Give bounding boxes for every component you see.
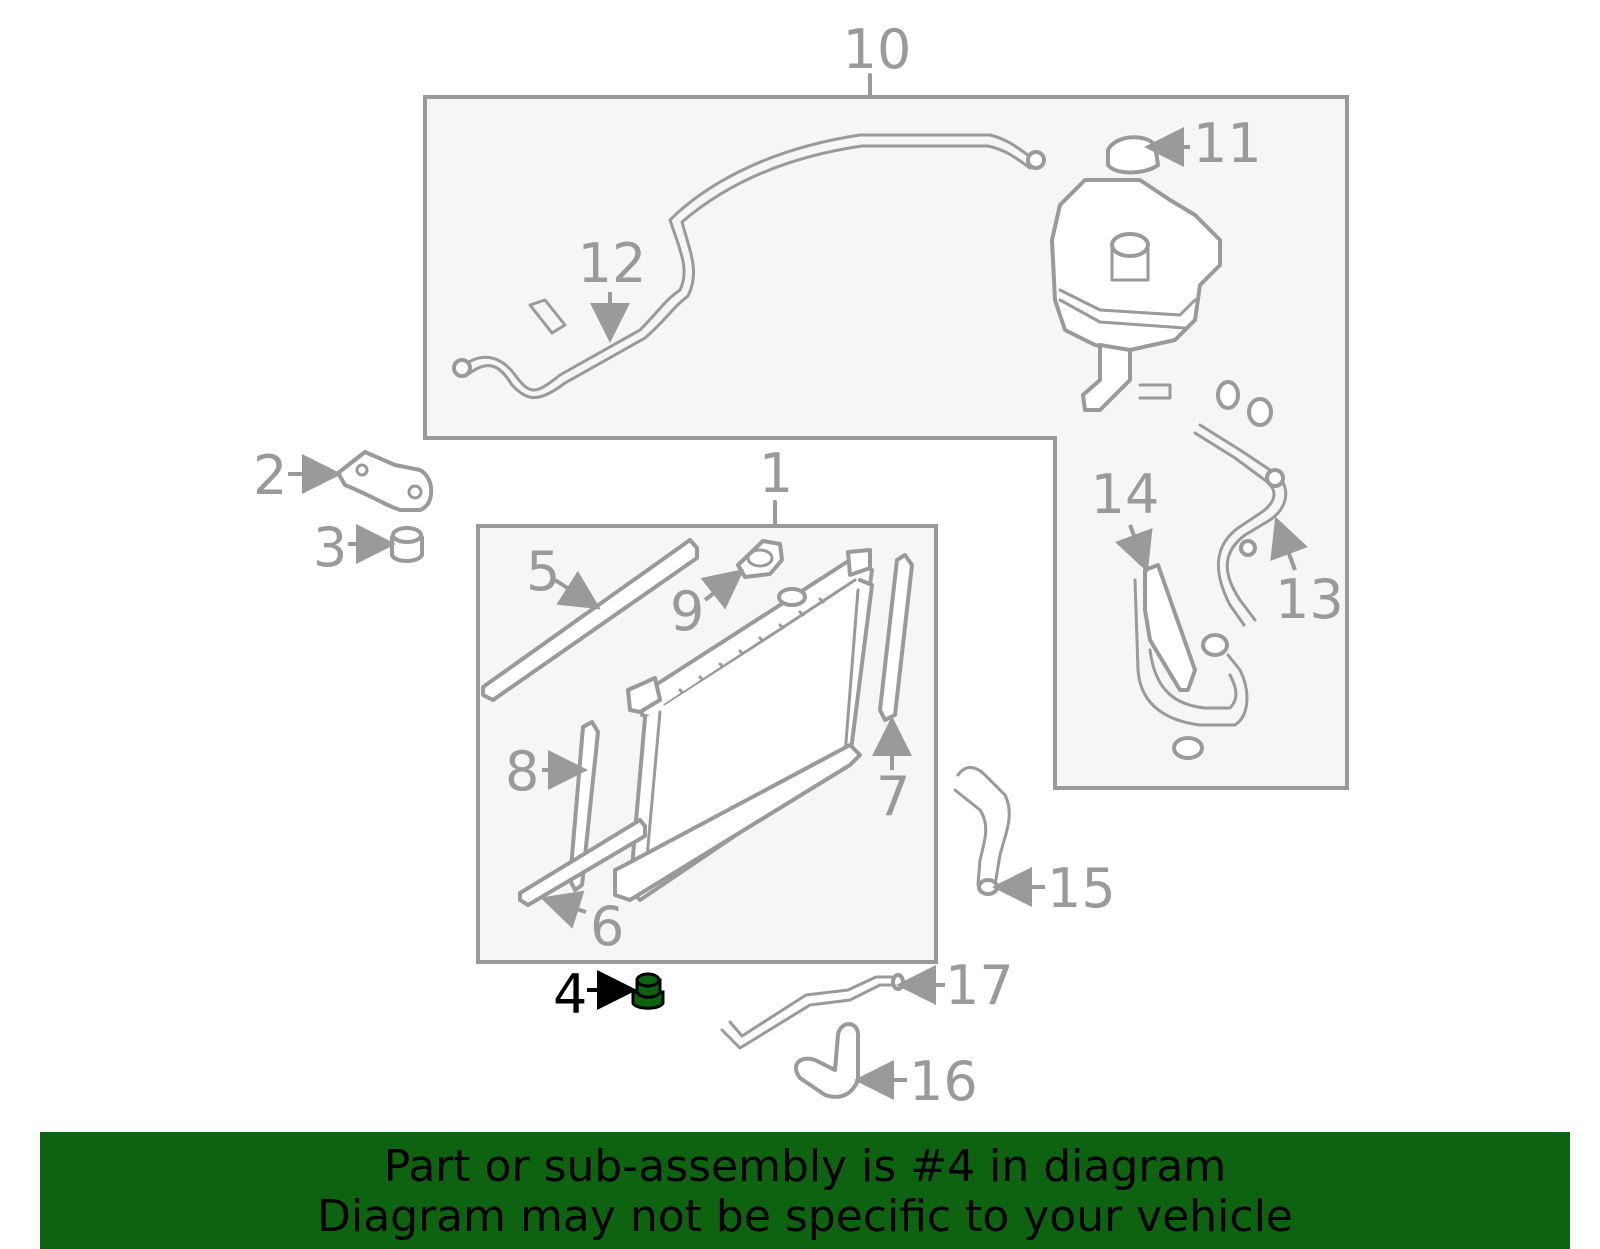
overflow-hose-part-12 [452, 133, 1046, 399]
callout-5: 5 [526, 540, 560, 603]
radiator-part-1 [613, 548, 874, 902]
callout-10: 10 [843, 18, 912, 81]
callout-1: 1 [759, 442, 793, 505]
banner-line-part-number: Part or sub-assembly is #4 in diagram [383, 1141, 1227, 1192]
callout-2: 2 [253, 444, 287, 507]
insulator-part-4 [631, 972, 665, 1010]
upper-seal-part-5 [481, 538, 699, 702]
reservoir-hose-part-13 [1193, 380, 1288, 627]
callout-3: 3 [313, 516, 347, 579]
hose-part-16 [794, 1022, 861, 1099]
callout-8: 8 [505, 740, 539, 803]
reservoir-cap-part-11 [1106, 135, 1160, 175]
hose-part-15 [953, 766, 1011, 896]
side-seal-part-7 [878, 553, 914, 722]
callout-12: 12 [578, 232, 647, 295]
insulator-part-3 [390, 526, 424, 563]
callout-17: 17 [945, 954, 1014, 1017]
part-info-banner: Part or sub-assembly is #4 in diagram Di… [40, 1132, 1570, 1249]
lower-seal-part-6 [518, 818, 647, 907]
callout-16: 16 [909, 1050, 978, 1113]
banner-line-disclaimer: Diagram may not be specific to your vehi… [317, 1191, 1293, 1242]
callout-4-highlighted: 4 [553, 963, 587, 1026]
callout-7: 7 [876, 765, 910, 828]
callout-13: 13 [1275, 568, 1344, 631]
radiator-hose-part-14 [1133, 563, 1249, 760]
callout-15: 15 [1047, 857, 1116, 920]
callout-14: 14 [1091, 463, 1160, 526]
callout-6: 6 [590, 895, 624, 958]
callout-9: 9 [670, 580, 704, 643]
coolant-reservoir-part-10 [1050, 178, 1222, 412]
pipe-part-17 [720, 973, 905, 1050]
radiator-cap-part-9 [736, 539, 784, 579]
callout-11: 11 [1193, 112, 1262, 175]
bracket-part-2 [336, 450, 434, 512]
